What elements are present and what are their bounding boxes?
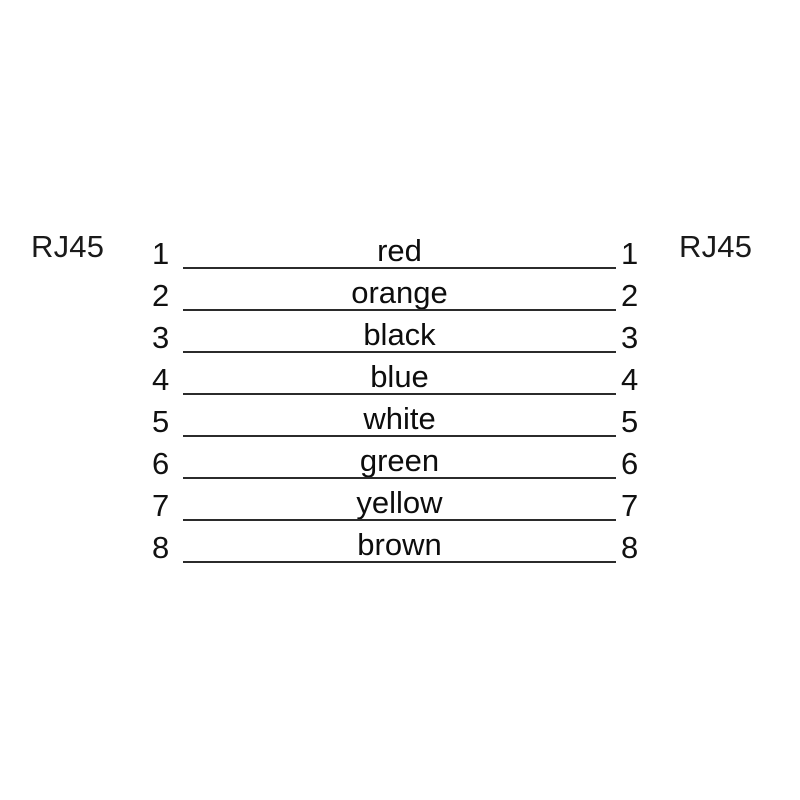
wire-color-label: white	[363, 401, 436, 436]
pin-row: 5 white 5	[0, 393, 800, 437]
left-pin-number: 7	[152, 488, 170, 523]
pin-row: 4 blue 4	[0, 351, 800, 395]
left-pin-number: 6	[152, 446, 170, 481]
wire-connection-line	[183, 519, 616, 521]
right-pin-number: 3	[621, 320, 639, 355]
right-pin-number: 5	[621, 404, 639, 439]
left-pin-number: 8	[152, 530, 170, 565]
wire-color-label: brown	[357, 527, 442, 562]
wire-color-label: green	[359, 443, 440, 478]
left-pin-number: 4	[152, 362, 170, 397]
right-connector-label: RJ45	[679, 229, 753, 264]
left-pin-number: 2	[152, 278, 170, 313]
left-connector-label: RJ45	[31, 229, 105, 264]
pin-row: 8 brown 8	[0, 519, 800, 563]
left-pin-number: 3	[152, 320, 170, 355]
left-pin-number: 5	[152, 404, 170, 439]
right-pin-number: 1	[621, 236, 639, 271]
left-pin-number: 1	[152, 236, 170, 271]
wire-connection-line	[183, 393, 616, 395]
right-pin-number: 6	[621, 446, 639, 481]
wire-connection-line	[183, 435, 616, 437]
pin-row: 1 red 1	[0, 225, 800, 269]
wire-color-label: red	[377, 233, 422, 268]
right-pin-number: 8	[621, 530, 639, 565]
wire-color-label: blue	[370, 359, 429, 394]
wire-connection-line	[183, 561, 616, 563]
pin-row: 3 black 3	[0, 309, 800, 353]
wire-connection-line	[183, 267, 616, 269]
wire-color-label: yellow	[356, 485, 443, 520]
wire-connection-line	[183, 351, 616, 353]
wire-connection-line	[183, 309, 616, 311]
pin-row: 7 yellow 7	[0, 477, 800, 521]
pin-row: 2 orange 2	[0, 267, 800, 311]
pin-row: 6 green 6	[0, 435, 800, 479]
right-pin-number: 4	[621, 362, 639, 397]
right-pin-number: 7	[621, 488, 639, 523]
wire-color-label: black	[363, 317, 436, 352]
wire-connection-line	[183, 477, 616, 479]
right-pin-number: 2	[621, 278, 639, 313]
wire-color-label: orange	[351, 275, 448, 310]
